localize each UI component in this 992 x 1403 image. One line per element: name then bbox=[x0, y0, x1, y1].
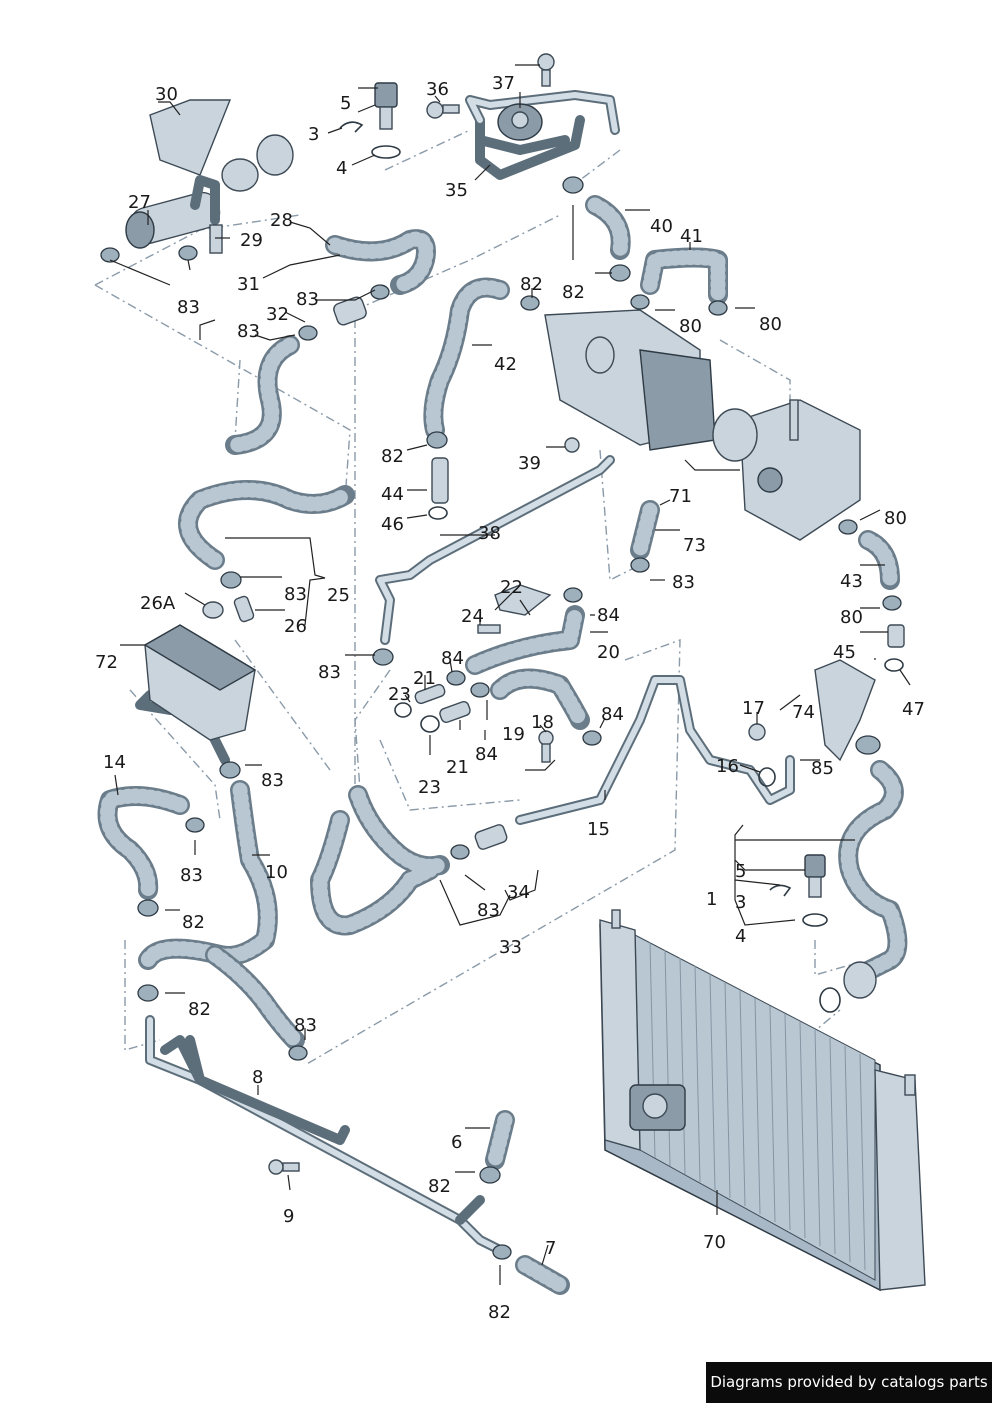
label-83-g: 83 bbox=[261, 770, 284, 791]
label-42: 42 bbox=[494, 354, 517, 375]
label-17: 17 bbox=[742, 698, 765, 719]
label-84-c: 84 bbox=[475, 744, 498, 765]
label-83-b: 83 bbox=[296, 289, 319, 310]
label-33: 33 bbox=[499, 937, 522, 958]
label-27: 27 bbox=[128, 192, 151, 213]
label-34: 34 bbox=[507, 882, 530, 903]
label-32: 32 bbox=[266, 304, 289, 325]
coolant-hoses bbox=[97, 195, 908, 1295]
label-47: 47 bbox=[902, 699, 925, 720]
label-70: 70 bbox=[703, 1232, 726, 1253]
label-85: 85 bbox=[811, 758, 834, 779]
label-23-b: 23 bbox=[418, 777, 441, 798]
label-41: 41 bbox=[680, 226, 703, 247]
label-35: 35 bbox=[445, 180, 468, 201]
label-8: 8 bbox=[252, 1067, 263, 1088]
label-82-a: 82 bbox=[520, 274, 543, 295]
label-31: 31 bbox=[237, 274, 260, 295]
label-80-c: 80 bbox=[884, 508, 907, 529]
label-14: 14 bbox=[103, 752, 126, 773]
label-82-f: 82 bbox=[428, 1176, 451, 1197]
label-82-e: 82 bbox=[188, 999, 211, 1020]
part-number-labels: 30 5 3 4 36 37 35 27 29 28 31 83 32 83 8… bbox=[95, 73, 925, 1323]
label-23-a: 23 bbox=[388, 684, 411, 705]
label-72: 72 bbox=[95, 652, 118, 673]
label-5-top: 5 bbox=[340, 93, 351, 114]
label-5-right: 5 bbox=[735, 861, 746, 882]
label-37: 37 bbox=[492, 73, 515, 94]
label-26a: 26A bbox=[140, 593, 176, 614]
label-28: 28 bbox=[270, 210, 293, 231]
label-30: 30 bbox=[155, 84, 178, 105]
footer-credit-bar: Diagrams provided by catalogs parts bbox=[706, 1362, 992, 1403]
label-83-a: 83 bbox=[177, 297, 200, 318]
label-71: 71 bbox=[669, 486, 692, 507]
label-29: 29 bbox=[240, 230, 263, 251]
components bbox=[125, 53, 905, 1175]
label-10: 10 bbox=[265, 862, 288, 883]
label-82-b: 82 bbox=[562, 282, 585, 303]
label-83-k: 83 bbox=[289, 312, 312, 333]
label-4-top: 4 bbox=[336, 158, 347, 179]
label-46: 46 bbox=[381, 514, 404, 535]
label-83-h: 83 bbox=[180, 865, 203, 886]
leader-lines bbox=[109, 64, 911, 1285]
label-83-c: 83 bbox=[237, 321, 260, 342]
label-6: 6 bbox=[451, 1132, 462, 1153]
label-45: 45 bbox=[833, 642, 856, 663]
label-73: 73 bbox=[683, 535, 706, 556]
label-82-d: 82 bbox=[182, 912, 205, 933]
label-82-c: 82 bbox=[381, 446, 404, 467]
label-38: 38 bbox=[478, 523, 501, 544]
label-20: 20 bbox=[597, 642, 620, 663]
label-44: 44 bbox=[381, 484, 404, 505]
coolant-pipes bbox=[135, 90, 795, 1255]
label-1: 1 bbox=[706, 889, 717, 910]
label-80-b: 80 bbox=[759, 314, 782, 335]
label-82-g: 82 bbox=[488, 1302, 511, 1323]
label-21-b: 21 bbox=[446, 757, 469, 778]
label-25: 25 bbox=[327, 585, 350, 606]
label-43: 43 bbox=[840, 571, 863, 592]
label-83-f: 83 bbox=[318, 662, 341, 683]
label-36: 36 bbox=[426, 79, 449, 100]
label-15: 15 bbox=[587, 819, 610, 840]
label-4-right: 4 bbox=[735, 926, 746, 947]
label-22: 22 bbox=[500, 577, 523, 598]
radiator-70 bbox=[599, 909, 926, 1292]
label-84-b: 84 bbox=[441, 648, 464, 669]
label-3-top: 3 bbox=[308, 124, 319, 145]
label-83-i: 83 bbox=[294, 1015, 317, 1036]
label-9: 9 bbox=[283, 1206, 294, 1227]
label-19: 19 bbox=[502, 724, 525, 745]
label-83-d: 83 bbox=[672, 572, 695, 593]
label-80-d: 80 bbox=[840, 607, 863, 628]
label-3-right: 3 bbox=[735, 892, 746, 913]
label-24: 24 bbox=[461, 606, 484, 627]
footer-credit-text: Diagrams provided by catalogs parts bbox=[710, 1373, 988, 1391]
label-16: 16 bbox=[716, 756, 739, 777]
label-21-a: 21 bbox=[413, 668, 436, 689]
hose-clamps bbox=[100, 176, 902, 1260]
label-7: 7 bbox=[545, 1238, 556, 1259]
label-40: 40 bbox=[650, 216, 673, 237]
label-83-j: 83 bbox=[477, 900, 500, 921]
label-84-d: 84 bbox=[601, 704, 624, 725]
label-80-a: 80 bbox=[679, 316, 702, 337]
label-84-a: 84 bbox=[597, 605, 620, 626]
label-26: 26 bbox=[284, 616, 307, 637]
label-39: 39 bbox=[518, 453, 541, 474]
label-74: 74 bbox=[792, 702, 815, 723]
label-83-e: 83 bbox=[284, 584, 307, 605]
label-18: 18 bbox=[531, 712, 554, 733]
